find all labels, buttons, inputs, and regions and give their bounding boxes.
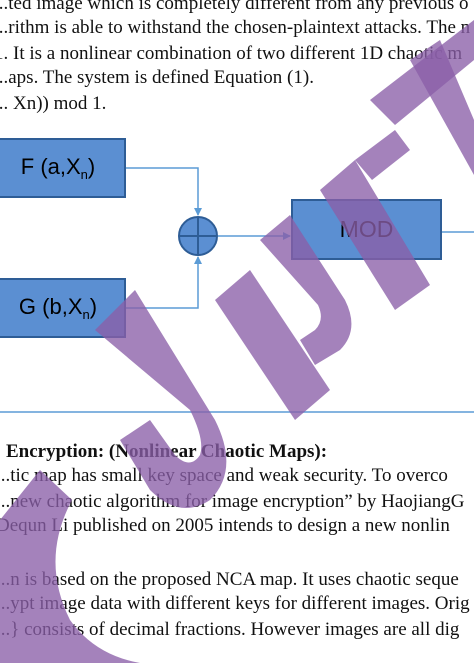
xor-operator-icon	[178, 216, 218, 256]
connector-f-to-xor	[125, 167, 202, 216]
function-g-box: G (b,Xn)	[0, 278, 126, 338]
connector-g-to-xor	[125, 256, 202, 309]
text-line-mid-1: ...new chaotic algorithm for image encry…	[0, 491, 465, 512]
section-heading: Encryption: (Nonlinear Chaotic Maps):	[6, 441, 328, 462]
text-line-top-0: ...ted image which is completely differe…	[0, 0, 469, 14]
function-f-label: F (a,Xn)	[20, 154, 96, 182]
text-line-mid-2: Dequn Li published on 2005 intends to de…	[0, 515, 450, 536]
mod-box: MOD	[291, 199, 442, 260]
text-line-bottom-1: ...ypt image data with different keys fo…	[0, 593, 470, 614]
mod-label: MOD	[339, 216, 394, 242]
text-line-bottom-0: ...n is based on the proposed NCA map. I…	[0, 569, 459, 590]
function-f-box: F (a,Xn)	[0, 138, 126, 198]
equation-line: ... Xn)) mod 1.	[0, 93, 107, 114]
function-g-label: G (b,Xn)	[18, 294, 98, 322]
text-line-top-3: ...aps. The system is defined Equation (…	[0, 67, 314, 88]
text-line-top-2: 1. It is a nonlinear combination of two …	[0, 43, 463, 64]
text-line-mid-0: ...tic map has small key space and weak …	[0, 465, 448, 486]
text-line-bottom-2: ...} consists of decimal fractions. Howe…	[0, 619, 460, 640]
text-line-top-1: ...rithm is able to withstand the chosen…	[0, 17, 471, 38]
